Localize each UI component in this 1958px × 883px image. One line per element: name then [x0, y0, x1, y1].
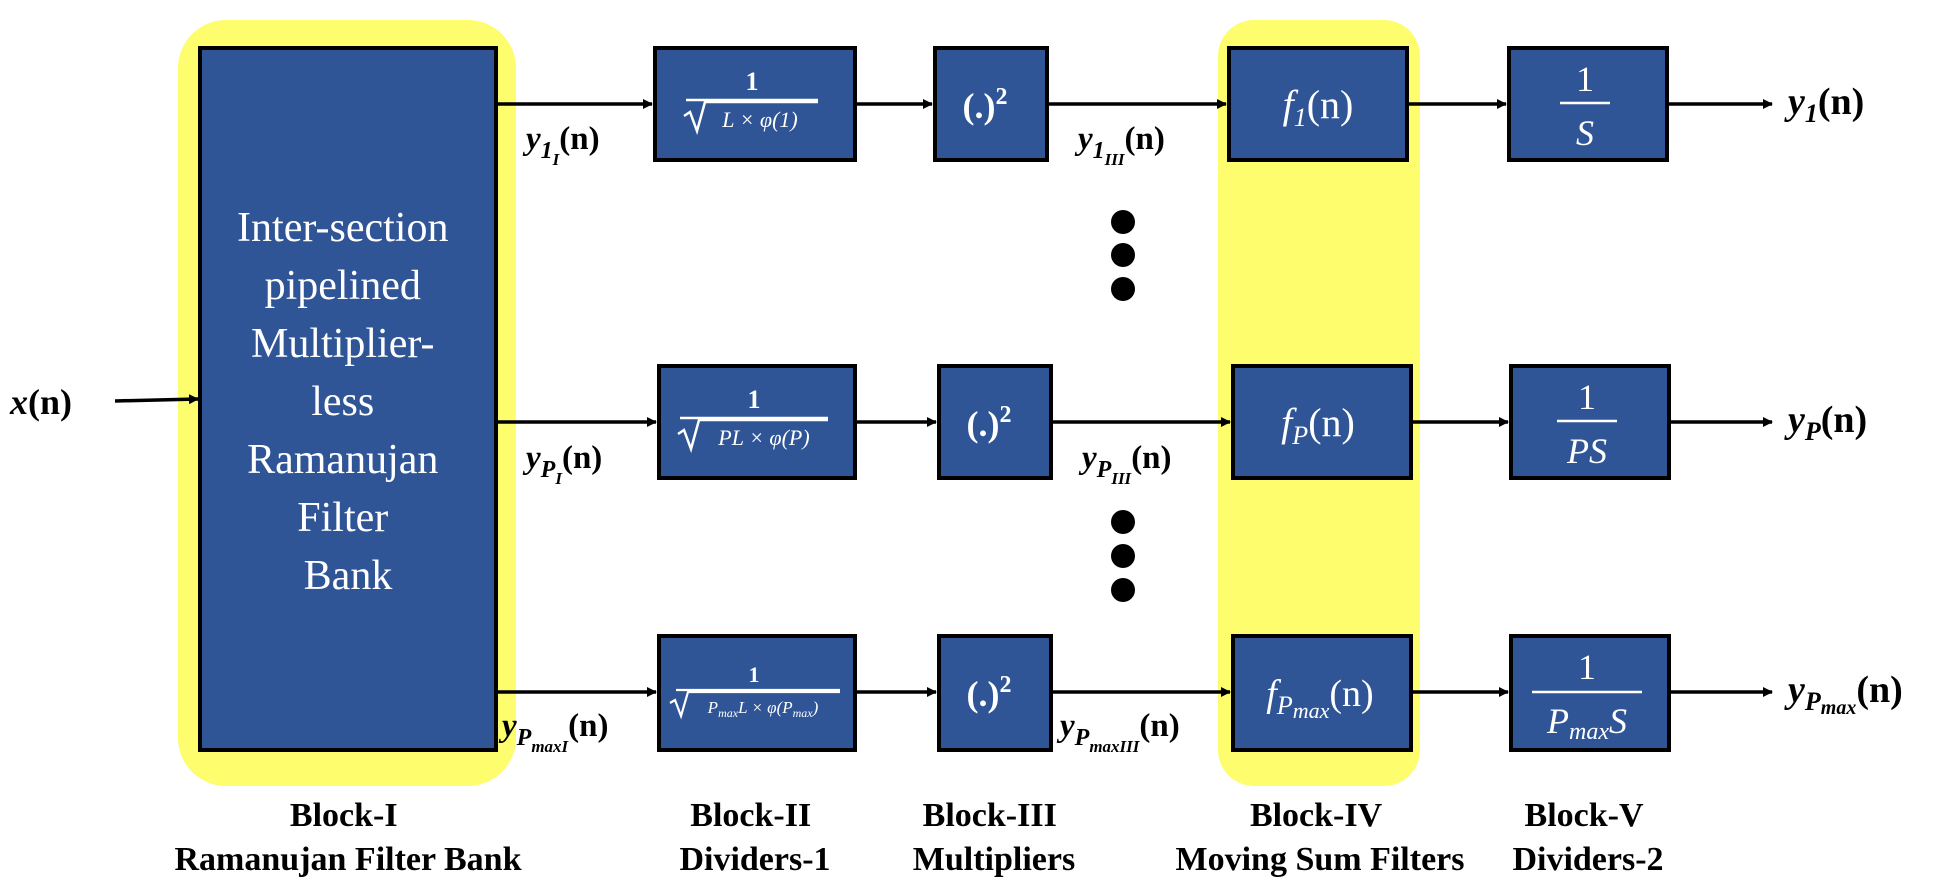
ellipsis-dot: [1111, 243, 1135, 267]
moving-sum-filter-block-row2: [1231, 364, 1413, 480]
divider2-numerator: 1: [1576, 59, 1594, 99]
divider1-numerator: 1: [746, 67, 759, 96]
ellipsis-dot: [1111, 277, 1135, 301]
label-ypmax-i: yPmaxI(n): [498, 708, 609, 756]
ellipsis-dot: [1111, 578, 1135, 602]
square-block-row2: [937, 364, 1053, 480]
output-yp: yP(n): [1784, 399, 1867, 446]
label-y1-i: y1I(n): [522, 121, 600, 169]
ramanujan-filter-bank-block: [198, 46, 498, 752]
sqrt-icon: [677, 418, 828, 454]
divider1-denominator: PL × φ(P): [717, 425, 809, 450]
ellipsis-dot: [1111, 544, 1135, 568]
output-y1: y1(n): [1784, 81, 1864, 128]
divider2-denominator: PS: [1566, 431, 1607, 471]
caption-block-v: Block-V Dividers-2: [1512, 797, 1663, 878]
sqrt-icon: [683, 100, 818, 136]
divider1-block-row1: [653, 46, 857, 162]
divider1-denominator: PmaxL × φ(Pmax): [707, 698, 819, 720]
divider2-denominator: PmaxS: [1546, 701, 1627, 745]
label-y1-iii: y1III(n): [1074, 121, 1165, 169]
label-yp-i: yPI(n): [522, 440, 602, 488]
filter-bank-line: less: [311, 379, 374, 425]
square-label: (.)2: [967, 672, 1012, 714]
sqrt-icon: [669, 690, 840, 720]
divider2-numerator: 1: [1578, 647, 1596, 687]
divider1-denominator: L × φ(1): [721, 107, 798, 132]
filter-label: f1(n): [1283, 82, 1354, 132]
filter-bank-line: Filter: [297, 495, 388, 541]
label-yp-iii: yPIII(n): [1078, 440, 1172, 488]
divider2-numerator: 1: [1578, 377, 1596, 417]
input-arrow: [114, 394, 199, 405]
filter-label: fPmax(n): [1266, 673, 1373, 723]
filter-bank-line: Inter-section: [237, 205, 448, 251]
caption-block-iv: Block-IV Moving Sum Filters: [1176, 797, 1465, 878]
ellipsis-dot: [1111, 510, 1135, 534]
square-block-row1: [933, 46, 1049, 162]
filter-bank-line: Ramanujan: [247, 437, 438, 483]
divider2-denominator: S: [1576, 113, 1594, 153]
square-label: (.)2: [963, 84, 1008, 126]
moving-sum-filter-block-row3: [1231, 634, 1413, 752]
caption-block-i: Block-I Ramanujan Filter Bank: [175, 797, 522, 878]
caption-block-iii: Block-III Multipliers: [913, 797, 1075, 878]
filter-bank-line: pipelined: [265, 263, 421, 309]
output-ypmax: yPmax(n): [1784, 669, 1903, 719]
filter-bank-line: Bank: [304, 553, 393, 599]
filter-bank-line: Multiplier-: [251, 321, 434, 367]
divider1-numerator: 1: [749, 662, 760, 687]
square-label: (.)2: [967, 402, 1012, 444]
ellipsis-dot: [1111, 210, 1135, 234]
filter-label: fP(n): [1281, 400, 1355, 450]
input-label: x(n): [9, 382, 72, 422]
label-ypmax-iii: yPmaxIII(n): [1056, 708, 1180, 756]
divider1-numerator: 1: [748, 385, 761, 414]
divider1-block-row2: [657, 364, 857, 480]
square-block-row3: [937, 634, 1053, 752]
filter-bank-text: Inter-section pipelined Multiplier- less…: [237, 205, 459, 599]
moving-sum-filter-block-row1: [1227, 46, 1409, 162]
caption-block-ii: Block-II Dividers-1: [679, 797, 830, 878]
